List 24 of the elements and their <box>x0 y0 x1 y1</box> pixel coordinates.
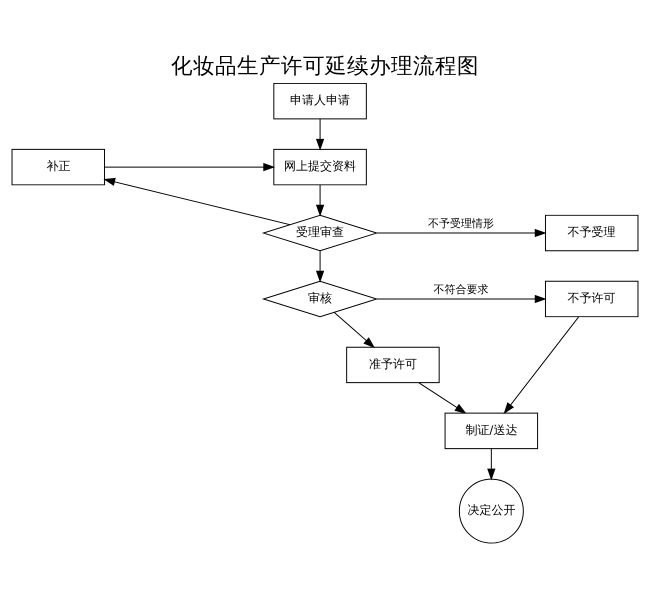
node-box: 不予受理 <box>544 214 638 251</box>
edge-label: 不符合要求 <box>434 282 489 296</box>
arrow <box>376 294 547 303</box>
arrow <box>316 184 324 216</box>
node-box: 申请人申请 <box>273 82 367 119</box>
arrow <box>316 118 324 150</box>
arrow <box>103 177 290 225</box>
arrow <box>418 382 467 414</box>
arrow <box>334 312 375 348</box>
node-circle: 决定公开 <box>458 478 524 544</box>
node-box: 不予许可 <box>544 280 638 317</box>
node-box: 准予许可 <box>346 346 440 383</box>
arrow <box>504 316 580 414</box>
arrow <box>487 448 496 480</box>
node-diamond: 审核 <box>262 280 378 317</box>
arrow <box>316 250 324 282</box>
edge-label: 不予受理情形 <box>428 216 494 230</box>
node-box: 网上提交资料 <box>273 148 367 185</box>
diagram-title: 化妆品生产许可延续办理流程图 <box>171 54 479 79</box>
node-box: 补正 <box>12 148 106 185</box>
node-diamond: 受理审查 <box>262 214 378 251</box>
arrow <box>104 162 276 171</box>
arrow <box>376 228 547 237</box>
node-box: 制证/送达 <box>444 412 538 449</box>
